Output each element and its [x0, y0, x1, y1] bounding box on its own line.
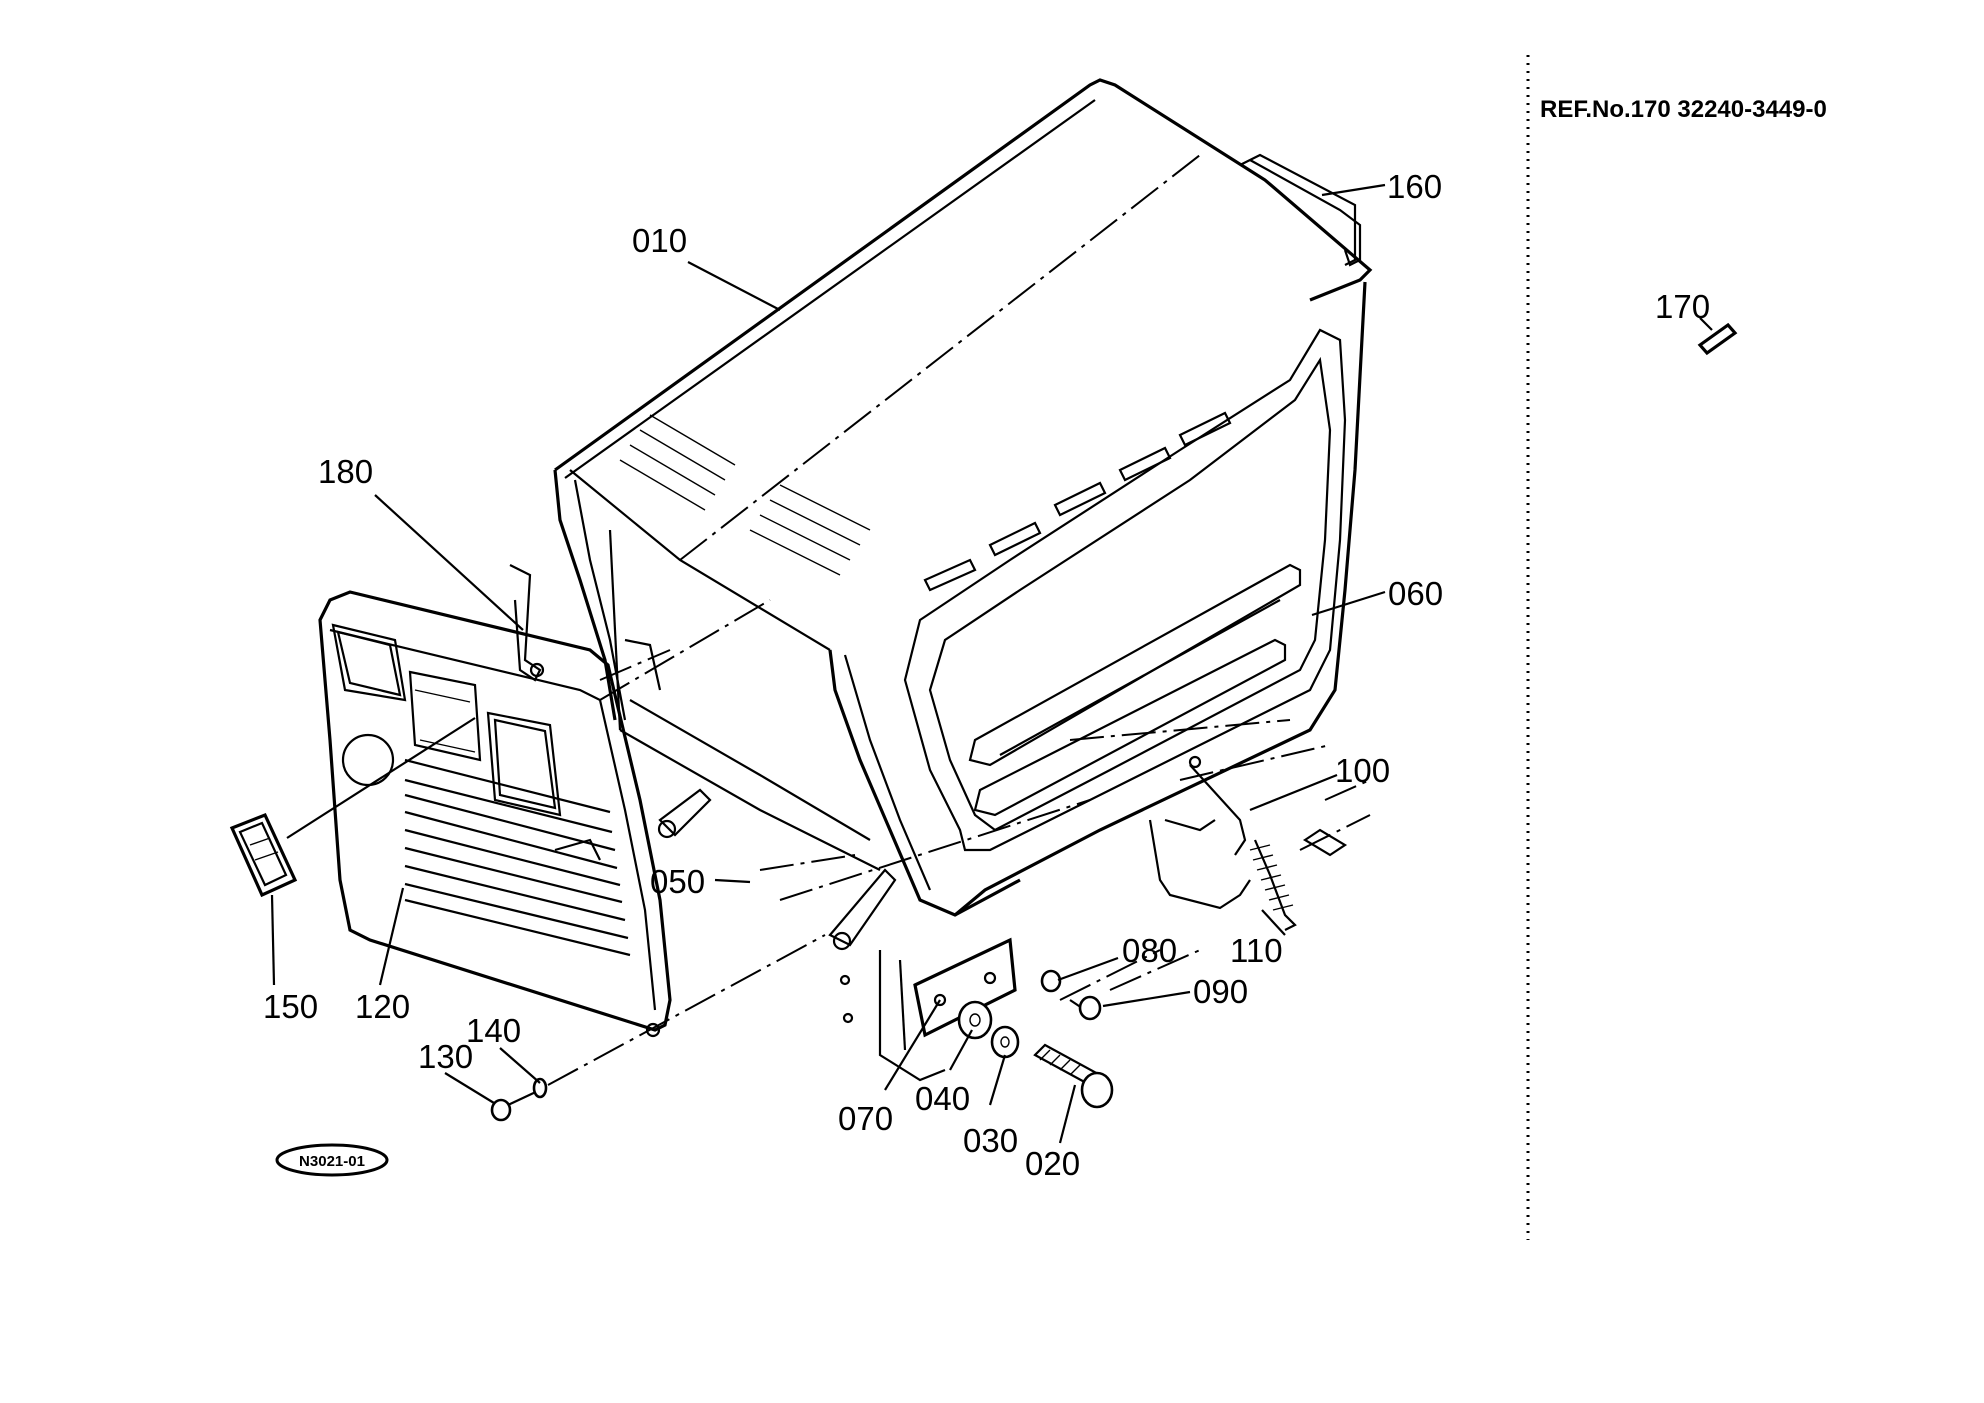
center-lines: [547, 649, 1371, 1086]
callout-110: 110: [1230, 932, 1283, 969]
side-vent-slots: [923, 411, 1232, 592]
callout-140: 140: [466, 1012, 521, 1049]
clip-part-170: [1697, 322, 1738, 356]
callout-040: 040: [915, 1080, 970, 1117]
callout-160: 160: [1387, 168, 1442, 205]
rear-pad-part-160: [1249, 159, 1362, 267]
top-vent-slots: [619, 414, 871, 576]
callout-120: 120: [355, 988, 410, 1025]
callout-100: 100: [1335, 752, 1390, 789]
leader-lines: [270, 183, 1713, 1144]
hinge-bracket: [657, 788, 897, 951]
reference-number: REF.No.170 32240-3449-0: [1540, 96, 1827, 123]
drawing-code-badge: N3021-01: [275, 1143, 389, 1177]
callout-180: 180: [318, 453, 373, 490]
fasteners: [957, 969, 1114, 1109]
emblem-part-150: [229, 812, 298, 898]
callout-070: 070: [838, 1100, 893, 1137]
callout-090: 090: [1193, 973, 1248, 1010]
callout-020: 020: [1025, 1145, 1080, 1182]
callout-170: 170: [1655, 288, 1710, 325]
bonnet-part-010: [553, 78, 1373, 917]
callout-130: 130: [418, 1038, 473, 1075]
callout-150: 150: [263, 988, 318, 1025]
drawing-code: N3021-01: [299, 1153, 365, 1170]
latch-assembly: [1148, 755, 1348, 931]
callout-080: 080: [1122, 932, 1177, 969]
callout-010: 010: [632, 222, 687, 259]
hook-part-180: [509, 564, 545, 682]
bolt-washer-130-140: [490, 1077, 548, 1122]
callout-060: 060: [1388, 575, 1443, 612]
front-grille-part-120: [318, 590, 672, 1038]
callout-030: 030: [963, 1122, 1018, 1159]
side-grille: [968, 563, 1302, 817]
callout-050: 050: [650, 863, 705, 900]
